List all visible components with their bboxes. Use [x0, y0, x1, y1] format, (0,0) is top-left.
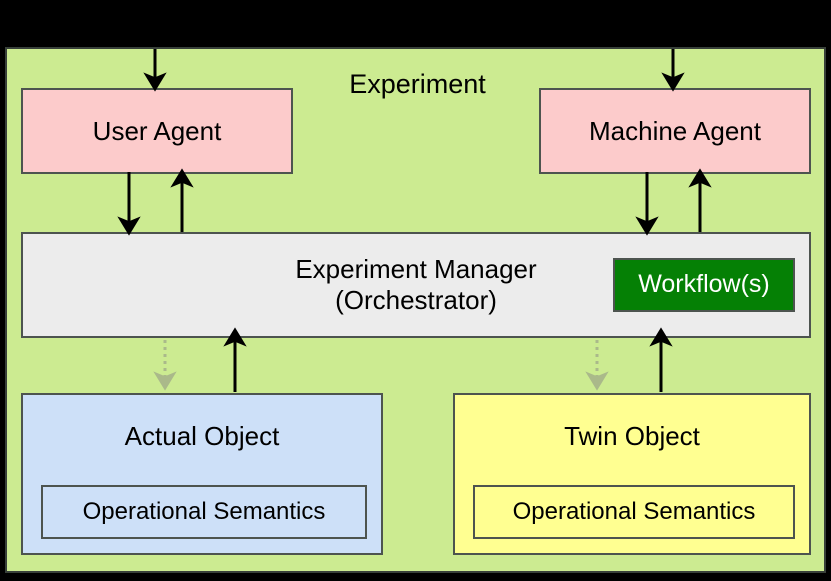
- node-user-agent[interactable]: User Agent: [21, 88, 293, 174]
- node-workflows[interactable]: Workflow(s): [613, 258, 795, 312]
- actual-object-semantics-label: Operational Semantics: [82, 497, 326, 525]
- twin-object-semantics-label: Operational Semantics: [512, 497, 756, 525]
- node-actual-object[interactable]: Actual Object Operational Semantics: [21, 393, 383, 555]
- experiment-panel: Experiment User Agent Machine Agent Expe…: [5, 47, 826, 573]
- node-experiment-manager[interactable]: Experiment Manager (Orchestrator) Workfl…: [21, 232, 811, 338]
- manager-label-line1: Experiment Manager: [295, 254, 537, 285]
- node-user-agent-label: User Agent: [92, 115, 222, 146]
- node-twin-object-operational-semantics[interactable]: Operational Semantics: [473, 485, 795, 539]
- page-title: Experiment: [349, 69, 486, 99]
- node-workflows-label: Workflow(s): [638, 270, 770, 299]
- node-machine-agent-label: Machine Agent: [588, 115, 761, 146]
- manager-label-line2: (Orchestrator): [335, 285, 497, 315]
- node-actual-object-operational-semantics[interactable]: Operational Semantics: [41, 485, 367, 539]
- node-twin-object-label: Twin Object: [564, 421, 700, 451]
- node-machine-agent[interactable]: Machine Agent: [539, 88, 811, 174]
- node-twin-object[interactable]: Twin Object Operational Semantics: [453, 393, 811, 555]
- node-actual-object-label: Actual Object: [124, 421, 280, 451]
